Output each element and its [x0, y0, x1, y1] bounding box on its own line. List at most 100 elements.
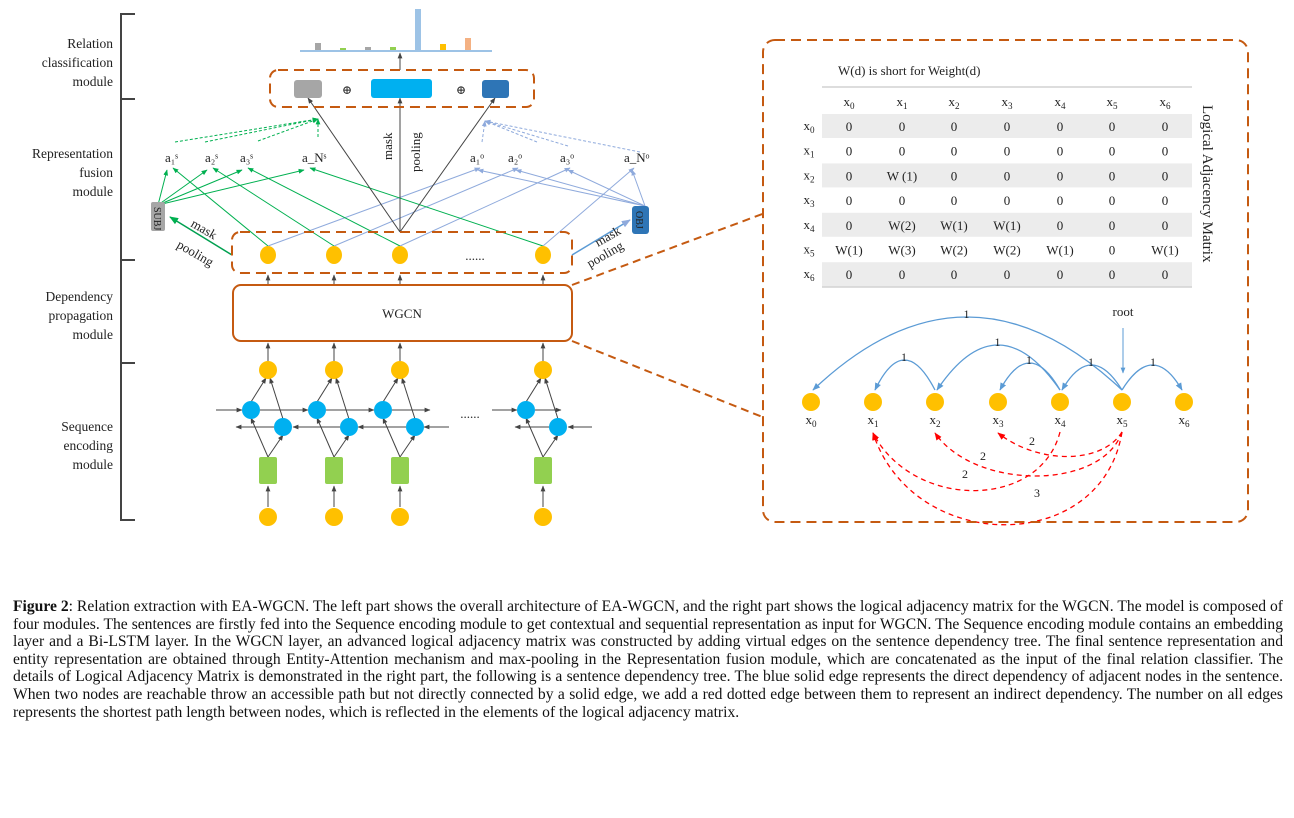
- lstm-output-node: [259, 361, 277, 379]
- forward-to-hidden-arrow: [316, 377, 333, 403]
- indirect-dependency-edge: [872, 431, 1123, 526]
- matrix-cell: 0: [899, 119, 906, 134]
- matrix-cell: 0: [1162, 144, 1169, 159]
- direct-dependency-edge: [1121, 364, 1183, 391]
- module-label: encoding: [64, 438, 114, 453]
- backward-to-hidden-arrow: [544, 377, 559, 420]
- object-attention-label: a₂ᵒ: [508, 150, 522, 165]
- tree-node: [926, 393, 944, 411]
- wgcn-output-node: [260, 246, 276, 264]
- tree-node-label: x0: [805, 412, 817, 429]
- matrix-cell: 0: [1109, 193, 1116, 208]
- edge-weight-label: 1: [1150, 355, 1156, 369]
- backward-lstm-cell: [406, 418, 424, 436]
- backward-to-hidden-arrow: [401, 377, 416, 420]
- subject-attention-label: a₁ˢ: [165, 150, 178, 165]
- obj-to-attention: [567, 169, 646, 207]
- subject-representation: [294, 80, 322, 98]
- module-label: propagation: [49, 308, 114, 323]
- matrix-cell: 0: [1004, 119, 1011, 134]
- edge-weight-label: 1: [964, 307, 970, 321]
- caption-text: : Relation extraction with EA-WGCN. The …: [13, 598, 1283, 721]
- lstm-output-node: [325, 361, 343, 379]
- tree-node-label: x2: [929, 412, 941, 429]
- mask-label: mask: [380, 132, 395, 160]
- pooling-to-concat-arrow: [307, 97, 401, 233]
- forward-lstm-cell: [517, 401, 535, 419]
- wgcn-label: WGCN: [382, 306, 422, 321]
- matrix-cell: W(1): [940, 218, 967, 233]
- forward-to-hidden-arrow: [250, 377, 267, 403]
- matrix-panel: [762, 39, 1249, 523]
- node-to-subject-attention: [247, 167, 401, 247]
- object-attention-arrow: [484, 120, 538, 143]
- indirect-dependency-edge: [997, 431, 1123, 458]
- matrix-cell: W (1): [887, 168, 917, 183]
- direct-dependency-edge: [936, 344, 1061, 391]
- classifier-bar: [365, 47, 371, 50]
- node-to-object-attention: [399, 167, 571, 247]
- matrix-row-header: x2: [803, 167, 815, 184]
- matrix-cell: W(2): [888, 218, 915, 233]
- sentence-representation: [371, 79, 432, 98]
- matrix-cell: 0: [1162, 168, 1169, 183]
- direct-dependency-edge: [874, 359, 936, 391]
- embedding-cell: [325, 457, 343, 484]
- tree-node: [1175, 393, 1193, 411]
- edge-weight-label: 1: [1088, 355, 1094, 369]
- matrix-column-header: x5: [1106, 94, 1118, 111]
- obj-pooling-arrow: [571, 219, 631, 256]
- matrix-note: W(d) is short for Weight(d): [838, 63, 980, 78]
- matrix-cell: 0: [1162, 267, 1169, 282]
- embed-to-backward-arrow: [399, 434, 416, 458]
- subj-label: SUBJ: [151, 207, 162, 230]
- wgcn-output-node: [392, 246, 408, 264]
- ellipsis: ......: [465, 248, 485, 263]
- matrix-cell: 0: [951, 119, 958, 134]
- module-label: Sequence: [61, 419, 113, 434]
- edge-weight-label: 1: [1026, 353, 1032, 367]
- matrix-cell: 0: [899, 144, 906, 159]
- matrix-row-header: x3: [803, 192, 815, 209]
- matrix-cell: 0: [846, 144, 853, 159]
- matrix-row-header: x4: [803, 217, 815, 234]
- embed-to-backward-arrow: [542, 434, 559, 458]
- forward-lstm-cell: [308, 401, 326, 419]
- backward-lstm-cell: [549, 418, 567, 436]
- wgcn-output-box: [231, 231, 573, 274]
- matrix-column-header: x4: [1054, 94, 1066, 111]
- matrix-row-band: [822, 163, 1192, 188]
- matrix-cell: 0: [1004, 267, 1011, 282]
- matrix-row-band: [822, 212, 1192, 237]
- module-label: module: [73, 74, 114, 89]
- caption-label: Figure 2: [13, 598, 69, 615]
- pooling-to-concat-arrow: [399, 97, 496, 233]
- matrix-title: Logical Adjacency Matrix: [1199, 105, 1215, 263]
- matrix-column-header: x2: [948, 94, 960, 111]
- matrix-row-header: x0: [803, 118, 815, 135]
- object-attention-label: a_Nᵒ: [624, 150, 650, 165]
- module-label: Dependency: [46, 289, 114, 304]
- tree-node-label: x4: [1054, 412, 1066, 429]
- matrix-row-band: [822, 114, 1192, 138]
- module-label: classification: [42, 55, 113, 70]
- lstm-output-node: [534, 361, 552, 379]
- classifier-bar: [390, 47, 396, 50]
- matrix-cell: W(1): [1046, 243, 1073, 258]
- concat-symbol: ⊕: [342, 83, 352, 97]
- matrix-cell: 0: [1162, 193, 1169, 208]
- direct-dependency-edge: [812, 316, 1123, 391]
- direct-dependency-edge: [999, 362, 1061, 391]
- object-attention-label: a₁ᵒ: [470, 150, 484, 165]
- module-label: Relation: [67, 36, 113, 51]
- node-to-subject-attention: [212, 167, 335, 247]
- matrix-column-header: x0: [843, 94, 855, 111]
- matrix-cell: 0: [1057, 267, 1064, 282]
- zoom-connector: [571, 212, 766, 286]
- subject-attention-arrow: [257, 118, 319, 142]
- matrix-cell: W(2): [940, 243, 967, 258]
- embed-to-backward-arrow: [333, 434, 350, 458]
- tree-node: [864, 393, 882, 411]
- classifier-bar: [440, 44, 446, 50]
- edge-weight-label: 1: [995, 335, 1001, 349]
